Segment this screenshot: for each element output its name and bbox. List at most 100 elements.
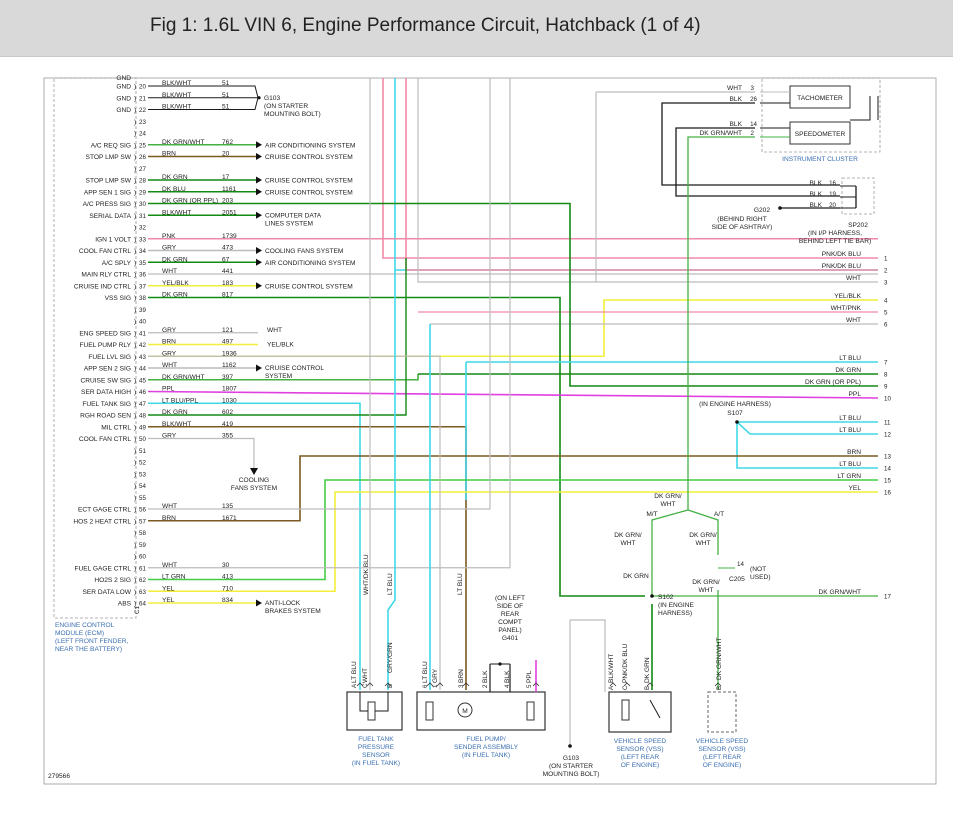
wire-49 <box>148 425 467 690</box>
cruise-control-label: CRUISE CONTROL <box>265 365 324 372</box>
pin-number: 14 <box>737 561 744 568</box>
wire-color-label: DK GRN (OR PPL) <box>162 198 218 205</box>
wire-color-label: WHT <box>267 327 282 334</box>
fuel-level-resistor-icon <box>425 701 434 721</box>
cluster-wire-label: DK GRN/WHT <box>700 130 743 137</box>
right-wire-color-label: WHT/PNK <box>831 305 862 312</box>
circuit-number: 1671 <box>222 515 237 522</box>
ecm-module-label: MODULE (ECM) <box>55 630 104 637</box>
ecm-pin-number: 37 <box>139 283 146 290</box>
ecm-signal-label: ECT GAGE CTRL <box>78 507 131 514</box>
wire-9 <box>148 202 878 387</box>
ecm-pin-bracket: ) <box>134 178 136 185</box>
ecm-pin-number: 64 <box>139 601 146 608</box>
vss-mt-label: OF ENGINE) <box>621 762 659 769</box>
g401-label: PANEL) <box>498 627 521 634</box>
ecm-pin-bracket: ) <box>134 507 136 514</box>
circuit-number: 135 <box>222 503 233 510</box>
ecm-signal-label: FUEL PUMP RLY <box>79 342 131 349</box>
speedometer-label: SPEEDOMETER <box>795 131 846 138</box>
vss-right-label: DK GRN/ <box>689 532 717 539</box>
ecm-signal-label: A/C REQ SIG <box>91 142 131 149</box>
vertical-wire-label: PNK/DK BLU <box>622 644 629 683</box>
sheet-link-number: 8 <box>884 372 888 379</box>
tachometer-box <box>789 85 851 109</box>
pin-letter: B <box>716 686 723 690</box>
circuit-number: 1162 <box>222 362 237 369</box>
sensor-lead <box>375 692 389 712</box>
wire-color-label: GRY <box>162 245 177 252</box>
wire-color-label: YEL/BLK <box>162 280 189 287</box>
right-wire-color-label: PNK/DK BLU <box>822 251 861 258</box>
vss-mt-label: SENSOR (VSS) <box>616 746 663 753</box>
circuit-number: 497 <box>222 339 233 346</box>
wire-color-label: DK GRN <box>162 256 188 263</box>
ecm-pin-bracket: ) <box>134 354 136 361</box>
vss-at-label: (LEFT REAR <box>703 754 742 761</box>
g401-label: G401 <box>502 635 518 642</box>
cluster-pin-number: 14 <box>750 121 757 128</box>
right-wire-color-label: LT BLU <box>839 415 861 422</box>
sp202-wire-label: BLK <box>810 202 823 209</box>
arrow-icon <box>256 599 262 607</box>
ecm-pin-bracket: ) <box>134 154 136 161</box>
wire-color-label: DK GRN <box>162 409 188 416</box>
ecm-pin-bracket: ) <box>134 471 136 478</box>
wire-color-label: DK BLU <box>162 186 186 193</box>
vss-at-label: VEHICLE SPEED <box>696 738 749 745</box>
vss-mt-branch <box>651 509 689 596</box>
sheet-link-number: 16 <box>884 490 891 497</box>
connector-chevron-icon <box>462 682 470 687</box>
sp202-pin-number: 19 <box>829 191 836 198</box>
ecm-pin-bracket: ) <box>134 401 136 408</box>
arrow-icon <box>256 176 262 184</box>
ecm-signal-label: GND <box>116 107 131 114</box>
ecm-pin-number: 41 <box>139 330 146 337</box>
harness-label: (IN ENGINE HARNESS) <box>699 401 771 408</box>
wire-color-label: PPL <box>162 386 175 393</box>
cluster-pin-number: 2 <box>751 130 755 137</box>
vss-switch-icon <box>649 699 661 719</box>
right-wire-color-label: DK GRN/WHT <box>819 589 862 596</box>
s102-label: HARNESS) <box>658 610 692 617</box>
pin-letter: A <box>351 683 358 688</box>
sheet-link-number: 15 <box>884 478 891 485</box>
cruise-system-label: CRUISE CONTROL SYSTEM <box>265 154 353 161</box>
wire-color-label: GRY <box>162 350 177 357</box>
right-wire-color-label: BRN <box>847 449 861 456</box>
ecm-pin-number: 40 <box>139 319 146 326</box>
arrow-down-icon <box>250 468 258 475</box>
circuit-number: 20 <box>222 151 230 158</box>
fuel-pump-label: SENDER ASSEMBLY <box>454 744 519 751</box>
cruise-system-label: CRUISE CONTROL SYSTEM <box>265 189 353 196</box>
connector-chevron-icon <box>532 682 540 687</box>
vss-right-label: WHT <box>695 540 710 547</box>
ecm-signal-label: GND <box>116 84 131 91</box>
circuit-number: 602 <box>222 409 233 416</box>
arrow-icon <box>256 364 262 372</box>
ecm-pin-number: 58 <box>139 530 146 537</box>
wire-color-label: DK GRN/WHT <box>162 374 205 381</box>
sheet-link-number: 5 <box>884 310 888 317</box>
ecm-signal-label: APP SEN 2 SIG <box>84 366 131 373</box>
ecm-pin-bracket: ) <box>134 142 136 149</box>
ecm-pin-number: 25 <box>139 142 146 149</box>
wire-color-label: YEL/BLK <box>267 342 294 349</box>
ecm-pin-bracket: ) <box>134 366 136 373</box>
wire-10 <box>147 390 879 399</box>
ecm-pin-number: 61 <box>139 565 146 572</box>
g202-label: (BEHIND RIGHT <box>717 216 766 223</box>
at-label: A/T <box>714 511 724 518</box>
ecm-pin-number: 33 <box>139 236 146 243</box>
wire-47 <box>148 402 361 690</box>
g401-label: COMPT <box>498 619 522 626</box>
ecm-signal-label: CRUISE SW SIG <box>80 377 131 384</box>
cluster-internal <box>850 96 871 121</box>
ecm-pin-number: 51 <box>139 448 146 455</box>
ecm-signal-label: APP SEN 1 SIG <box>84 189 131 196</box>
vertical-wire-label: PPL <box>526 670 533 683</box>
vss-left-label: DK GRN/ <box>614 532 642 539</box>
sp202-wire-label: BLK <box>810 191 823 198</box>
ecm-pin-bracket: ) <box>134 189 136 196</box>
ecm-pin-number: 36 <box>139 272 146 279</box>
